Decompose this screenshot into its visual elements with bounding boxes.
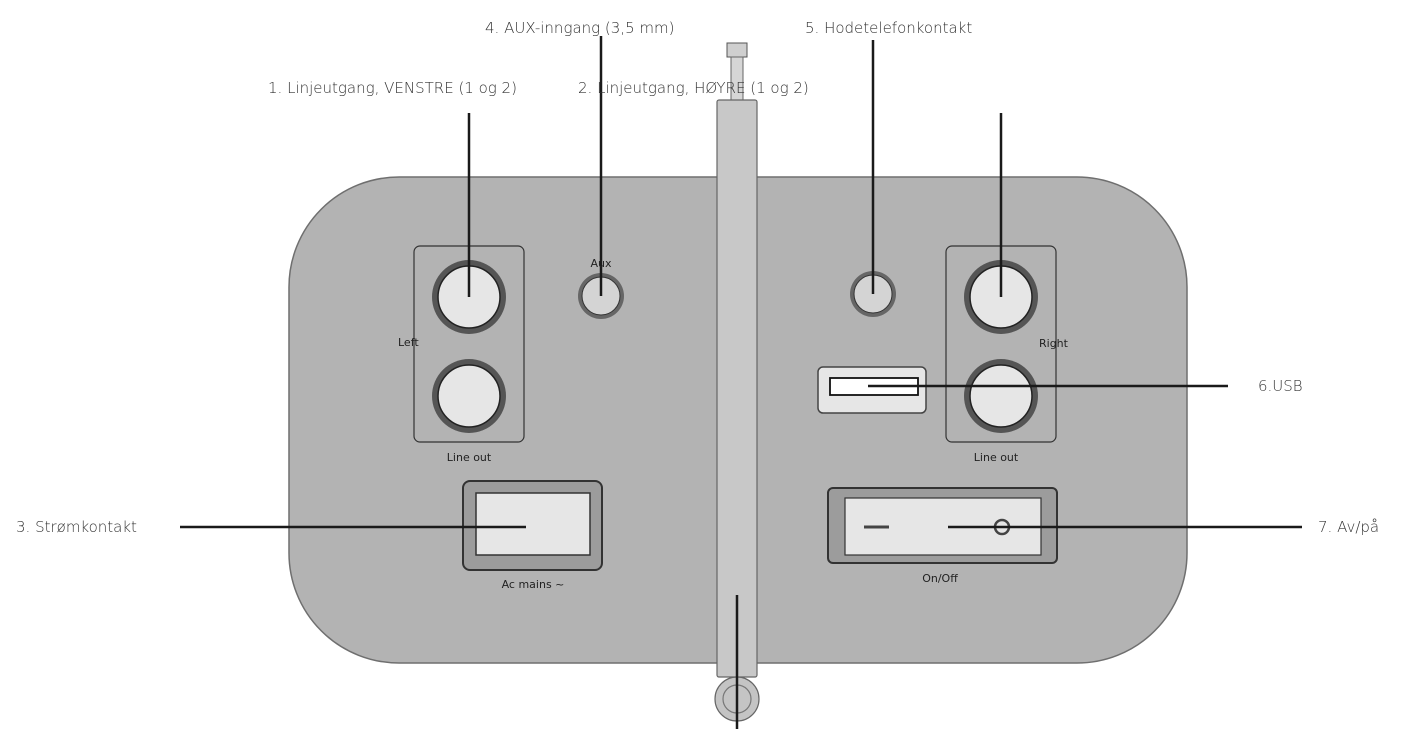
callout-usb: 6.USB xyxy=(1258,377,1303,395)
callout-on-off: 7. Av/på xyxy=(1318,518,1380,536)
callout-line-out-right: 2. Linjeutgang, HØYRE (1 og 2) xyxy=(578,79,809,97)
ac-mains-socket xyxy=(475,492,591,556)
label-ac-mains: Ac mains ~ xyxy=(502,578,565,591)
label-on-off: On/Off xyxy=(922,572,958,585)
label-aux: Aux xyxy=(590,257,611,270)
line-out-left-socket-2 xyxy=(437,364,501,428)
antenna-tip xyxy=(726,42,748,58)
callout-headphone-jack: 5. Hodetelefonkontakt xyxy=(805,19,973,37)
label-line-out-right: Line out xyxy=(974,451,1019,464)
callout-line-out-left: 1. Linjeutgang, VENSTRE (1 og 2) xyxy=(268,79,517,97)
antenna-rod xyxy=(716,99,758,678)
label-left: Left xyxy=(398,336,419,349)
callout-aux-input: 4. AUX-inngang (3,5 mm) xyxy=(485,19,675,37)
label-right: Right xyxy=(1039,337,1069,350)
leader-lines xyxy=(180,36,1302,729)
label-line-out-left: Line out xyxy=(447,451,492,464)
callout-power-socket: 3. Strømkontakt xyxy=(16,518,137,536)
line-out-right-socket-2 xyxy=(969,364,1033,428)
